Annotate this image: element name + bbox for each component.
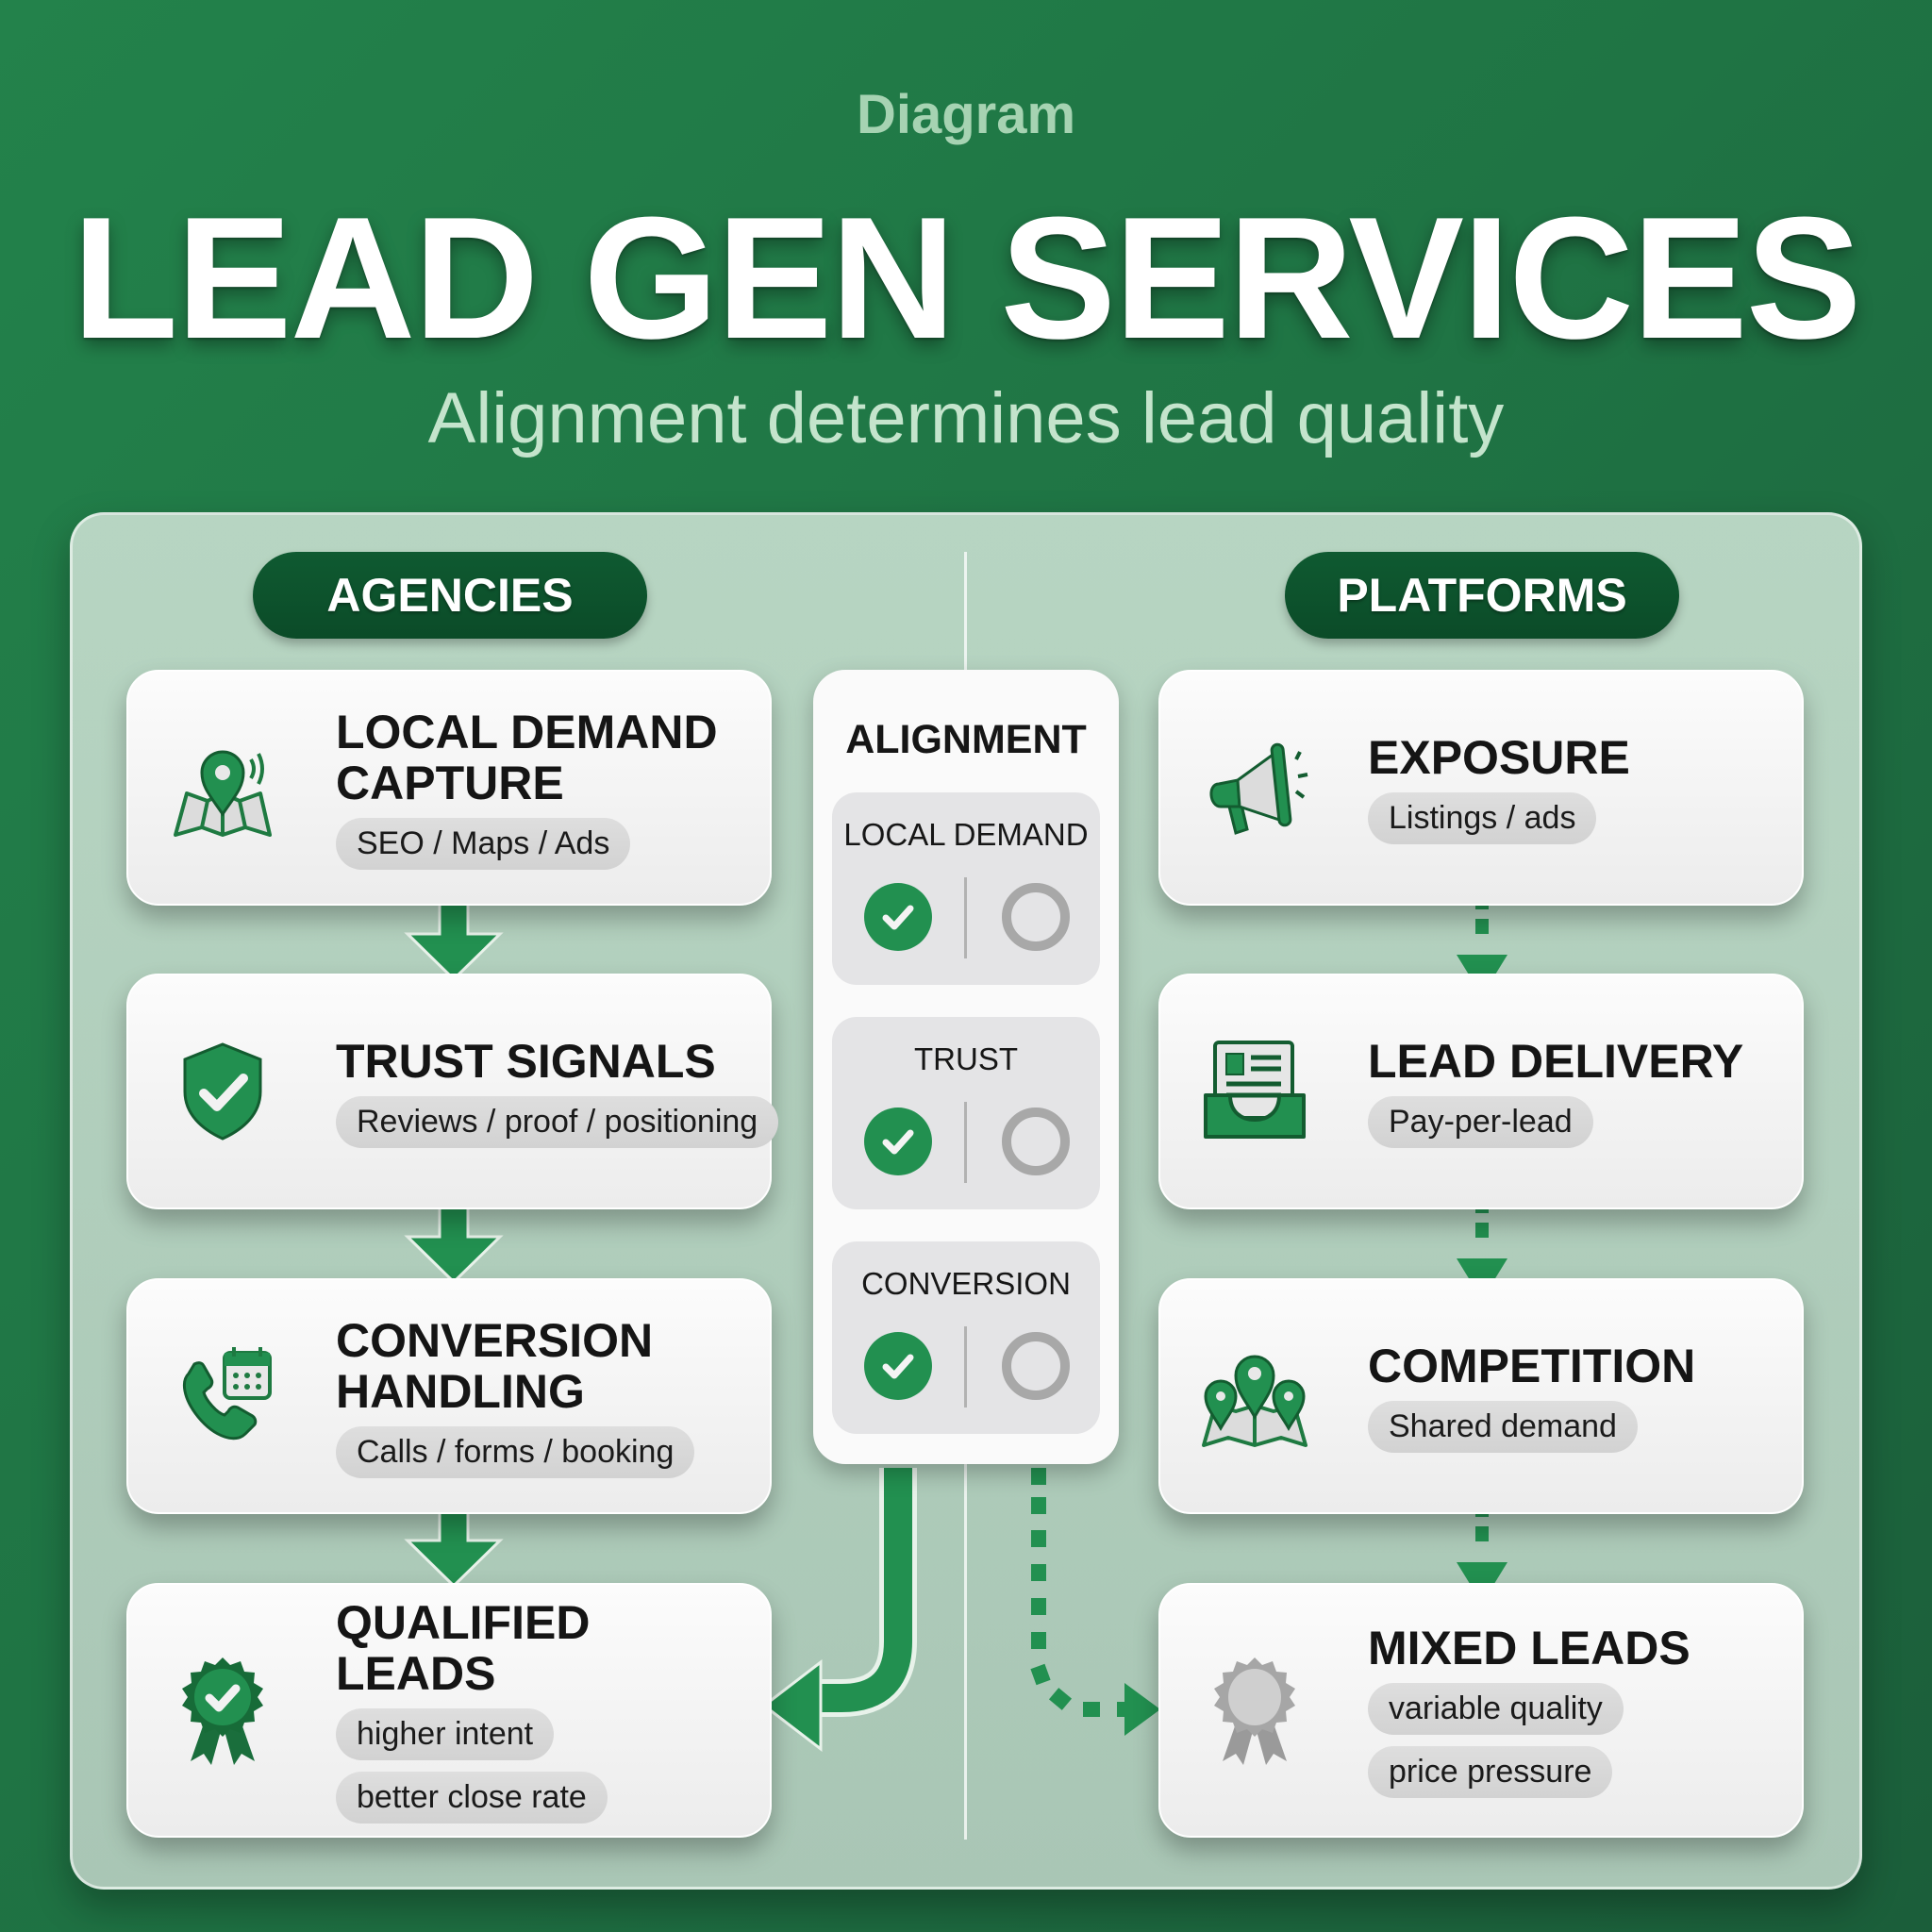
platform-card-lead-delivery: LEAD DELIVERY Pay-per-lead bbox=[1158, 974, 1804, 1209]
check-circle-icon bbox=[864, 1108, 932, 1175]
map-pin-signal-icon bbox=[166, 731, 279, 844]
step-tag: better close rate bbox=[336, 1772, 608, 1824]
step-title: COMPETITION bbox=[1368, 1339, 1696, 1392]
step-tag: price pressure bbox=[1368, 1746, 1613, 1798]
agency-card-trust-signals: TRUST SIGNALS Reviews / proof / position… bbox=[126, 974, 779, 1209]
alignment-separator bbox=[964, 1102, 967, 1183]
alignment-item-label: LOCAL DEMAND bbox=[843, 817, 1089, 852]
inbox-document-icon bbox=[1198, 1035, 1311, 1148]
platform-card-mixed-leads: MIXED LEADS variable quality price press… bbox=[1158, 1583, 1804, 1838]
step-title: QUALIFIED LEADS bbox=[336, 1596, 591, 1700]
multiple-pins-map-icon bbox=[1198, 1340, 1311, 1453]
check-circle-icon bbox=[864, 883, 932, 951]
alignment-separator bbox=[964, 877, 967, 958]
agencies-header: AGENCIES bbox=[253, 552, 647, 639]
agency-card-qualified-leads: QUALIFIED LEADS higher intent better clo… bbox=[126, 1583, 772, 1838]
agency-card-conversion-handling: CONVERSION HANDLING Calls / forms / book… bbox=[126, 1278, 772, 1514]
empty-circle-icon bbox=[1002, 1332, 1070, 1400]
step-tag: Shared demand bbox=[1368, 1400, 1638, 1453]
step-tag: Listings / ads bbox=[1368, 791, 1597, 844]
check-circle-icon bbox=[864, 1332, 932, 1400]
alignment-item-conversion: CONVERSION bbox=[832, 1241, 1100, 1434]
step-title: TRUST SIGNALS bbox=[336, 1034, 716, 1088]
platform-card-exposure: EXPOSURE Listings / ads bbox=[1158, 670, 1804, 906]
step-tag: Pay-per-lead bbox=[1368, 1095, 1593, 1148]
page-kicker: Diagram bbox=[856, 84, 1076, 145]
step-tag: variable quality bbox=[1368, 1683, 1624, 1735]
gray-award-badge-icon bbox=[1198, 1654, 1311, 1767]
step-title: EXPOSURE bbox=[1368, 730, 1630, 784]
empty-circle-icon bbox=[1002, 883, 1070, 951]
step-title: LEAD DELIVERY bbox=[1368, 1034, 1744, 1088]
step-tag: higher intent bbox=[336, 1708, 555, 1760]
megaphone-icon bbox=[1198, 731, 1311, 844]
phone-calendar-icon bbox=[166, 1340, 279, 1453]
alignment-box: ALIGNMENT LOCAL DEMAND TRUST CONVERSION bbox=[813, 670, 1119, 1464]
alignment-item-trust: TRUST bbox=[832, 1017, 1100, 1209]
alignment-separator bbox=[964, 1326, 967, 1407]
alignment-title: ALIGNMENT bbox=[845, 717, 1087, 762]
alignment-item-label: CONVERSION bbox=[861, 1266, 1071, 1301]
step-tag: Calls / forms / booking bbox=[336, 1425, 695, 1478]
alignment-item-local-demand: LOCAL DEMAND bbox=[832, 792, 1100, 985]
platform-card-competition: COMPETITION Shared demand bbox=[1158, 1278, 1804, 1514]
step-title: MIXED LEADS bbox=[1368, 1622, 1690, 1674]
empty-circle-icon bbox=[1002, 1108, 1070, 1175]
platforms-header: PLATFORMS bbox=[1285, 552, 1679, 639]
step-title: CONVERSION HANDLING bbox=[336, 1313, 654, 1418]
shield-check-icon bbox=[166, 1035, 279, 1148]
step-title: LOCAL DEMAND CAPTURE bbox=[336, 705, 718, 809]
page-subtitle: Alignment determines lead quality bbox=[427, 378, 1505, 458]
step-tag: SEO / Maps / Ads bbox=[336, 817, 631, 870]
agency-card-local-demand: LOCAL DEMAND CAPTURE SEO / Maps / Ads bbox=[126, 670, 772, 906]
alignment-item-label: TRUST bbox=[914, 1041, 1018, 1076]
page-title: LEAD GEN SERVICES bbox=[72, 180, 1861, 375]
award-badge-check-icon bbox=[166, 1654, 279, 1767]
step-tag: Reviews / proof / positioning bbox=[336, 1095, 779, 1148]
